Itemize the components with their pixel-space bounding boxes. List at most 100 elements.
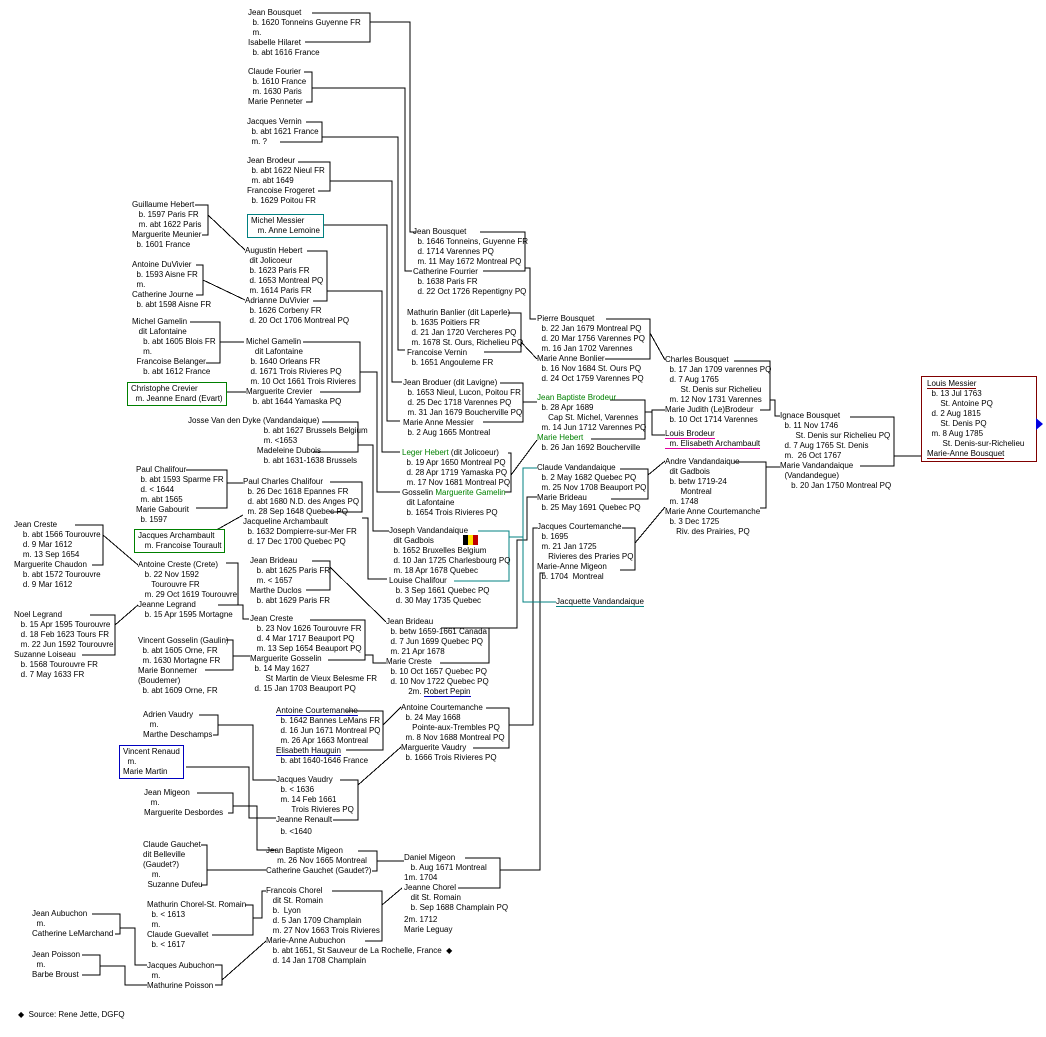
text-segment: m. 16 Jan 1702 Varennes [537, 344, 633, 353]
person-detail: Marie Leguay [404, 925, 452, 935]
text-segment: Ignace Bousquet [780, 411, 841, 420]
person-block-cc: Christophe Crevier m. Jeanne Enard (Evar… [127, 382, 227, 406]
text-segment: Jacques Vaudry [276, 775, 333, 784]
person-name: Noel Legrand [14, 610, 113, 620]
person-detail: d. 10 Nov 1722 Quebec PQ [386, 677, 488, 687]
person-detail: Elisabeth Hauguin [276, 746, 381, 756]
person-name: Claude Gauchet [143, 840, 203, 850]
text-segment: Andre Vandandaique [665, 457, 740, 466]
text-segment: Josse Van den Dyke (Vandandaique) [188, 416, 320, 425]
text-segment: d. 18 Feb 1623 Tours FR [14, 630, 110, 639]
text-segment: d. 4 Mar 1717 Beauport PQ [250, 634, 355, 643]
person-block-ad: Antoine DuVivier b. 1593 Aisne FR m.Cath… [132, 260, 211, 310]
person-detail: Francoise Vernin [407, 348, 523, 358]
person-detail: m. 1630 Mortagne FR [138, 656, 229, 666]
person-block-jvq: Jacquette Vandandaique [556, 597, 644, 607]
text-segment: b. 1629 Poitou FR [247, 196, 316, 205]
text-segment: Michel Gamelin [246, 337, 302, 346]
person-detail: Catherine Fourrier [413, 267, 528, 277]
person-detail: St. Denis sur Richelieu PQ [780, 431, 891, 441]
person-detail: d. 18 Feb 1623 Tours FR [14, 630, 113, 640]
person-block-jvau_b: b. <1640 [276, 827, 311, 837]
text-segment: m. [144, 798, 160, 807]
person-detail: Rivieres des Praries PQ [537, 552, 633, 562]
text-segment: dit Lafontaine [246, 347, 303, 356]
person-detail: Cap St. Michel, Varennes [537, 413, 646, 423]
person-detail: Marie-Anne Aubuchon [266, 936, 452, 946]
text-segment: b. 1652 Bruxelles Belgium [389, 546, 487, 555]
person-name: Paul Charles Chalifour [243, 477, 359, 487]
text-segment: Charles Bousquet [665, 355, 729, 364]
text-segment: d. 7 Aug 1765 St. Denis [780, 441, 869, 450]
text-segment: Suzanne Dufeu [143, 880, 203, 889]
text-segment: Jean Creste [250, 614, 294, 623]
person-detail: m. Jeanne Enard (Evart) [131, 394, 222, 404]
person-detail: d. 20 Oct 1706 Montreal PQ [245, 316, 349, 326]
person-detail: m. [147, 971, 215, 981]
person-block-lm: Louis Messier b. 13 Jul 1763 St. Antoine… [921, 376, 1037, 462]
person-detail: Adrianne DuVivier [245, 296, 349, 306]
text-segment: m. 14 Feb 1661 [276, 795, 337, 804]
text-segment: Marguerite Gosselin [250, 654, 322, 663]
person-detail: Marguerite Desbordes [144, 808, 223, 818]
text-segment: m. [143, 720, 159, 729]
text-segment: d. 10 Jan 1725 Charlesbourg PQ [389, 556, 511, 565]
text-segment: Jean Poisson [32, 950, 81, 959]
text-segment[interactable]: Jacquette Vandandaique [556, 597, 644, 607]
person-detail: b. 1652 Bruxelles Belgium [389, 546, 510, 556]
person-detail: b. 1695 [537, 532, 633, 542]
text-segment: m. 21 Apr 1678 [386, 647, 445, 656]
next-generation-arrow-icon[interactable] [1036, 418, 1043, 430]
person-name: Paul Chalifour [136, 465, 224, 475]
person-name: Michel Gamelin [246, 337, 356, 347]
person-name: Daniel Migeon [404, 853, 508, 863]
text-segment[interactable]: m. Elisabeth Archambault [665, 439, 761, 449]
text-segment: dit Lafontaine [132, 327, 187, 336]
person-detail: m. Francoise Tourault [138, 541, 222, 551]
person-detail: b. 1704 Montreal [537, 572, 633, 582]
text-segment: St. Denis-sur-Richelieu [927, 439, 1025, 448]
text-segment: Pointe-aux-Trembles PQ [401, 723, 500, 732]
person-detail: b. 3 Dec 1725 [665, 517, 760, 527]
person-block-mg1: Michel Gamelin dit Lafontaine b. abt 160… [132, 317, 216, 377]
text-segment: m. 13 Sep 1654 [14, 550, 80, 559]
person-detail: m. abt 1565 [136, 495, 224, 505]
text-segment: m. ? [247, 137, 268, 146]
person-detail: b. 26 Dec 1618 Epannes FR [243, 487, 359, 497]
text-segment: Madeleine Dubois [188, 446, 321, 455]
person-detail: m. 21 Jan 1725 [537, 542, 633, 552]
text-segment[interactable]: Marie-Anne Bousquet [927, 449, 1005, 459]
person-detail: Marie Hebert [537, 433, 646, 443]
person-detail: Marie Martin [123, 767, 180, 777]
text-segment: b. 17 Jan 1709 varennes PQ [665, 365, 772, 374]
text-segment[interactable]: Elisabeth Hauguin [276, 746, 341, 756]
person-block-gh: Guillaume Hebert b. 1597 Paris FR m. abt… [132, 200, 201, 250]
text-segment[interactable]: Louis Messier [927, 379, 977, 389]
person-detail: m. 18 Apr 1678 Quebec [389, 566, 510, 576]
text-segment: Claude Vandandaique [537, 463, 616, 472]
person-detail: d. 9 Mar 1612 [14, 580, 101, 590]
text-segment: Augustin Hebert [245, 246, 303, 255]
text-segment[interactable]: Louis Brodeur [665, 429, 715, 439]
text-segment: Mathurine Poisson [147, 981, 214, 990]
person-detail: d. 17 Dec 1700 Quebec PQ [243, 537, 359, 547]
person-detail: b. 19 Apr 1650 Montreal PQ [402, 458, 510, 468]
text-segment[interactable]: Antoine Courtemanche [276, 706, 358, 716]
person-name: Jacques Vaudry [276, 775, 354, 785]
person-detail: b. 2 Aug 1665 Montreal [403, 428, 522, 438]
person-block-atc1: Antoine Courtemanche b. 1642 Bannes LeMa… [276, 706, 381, 766]
text-segment[interactable]: Robert Pepin [423, 687, 471, 697]
person-detail: b. abt 1627 Brussels Belgium [188, 426, 368, 436]
person-detail: b. 1626 Corbeny FR [245, 306, 349, 316]
person-block-cb: Charles Bousquet b. 17 Jan 1709 varennes… [665, 355, 771, 425]
person-detail: Jeanne Renault [276, 815, 354, 825]
text-segment: Michel Gamelin [132, 317, 188, 326]
person-detail: m. [132, 347, 216, 357]
text-segment: Vincent Renaud [123, 747, 180, 756]
text-segment: b. abt 1616 France [248, 48, 320, 57]
person-detail: m. [248, 28, 361, 38]
person-block-mg2: Michel Gamelin dit Lafontaine b. 1640 Or… [246, 337, 356, 407]
person-detail: dit Jolicoeur [245, 256, 349, 266]
text-segment: b. Sep 1688 Champlain PQ [404, 903, 509, 912]
person-detail: m. 1748 [665, 497, 760, 507]
